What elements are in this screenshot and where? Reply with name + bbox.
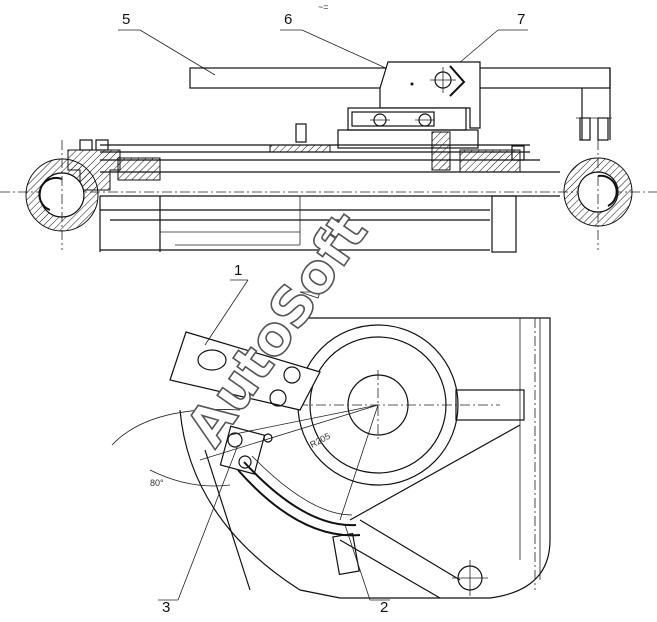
bottom-mechanism-view: 80° R205 1 2 3 — [111, 262, 551, 616]
label-1-text: 1 — [234, 262, 242, 279]
radius-dimension: R205 — [308, 431, 332, 450]
clamp-block-6 — [379, 61, 481, 129]
label-3: 3 — [158, 444, 239, 616]
watermark-logo: AutoSoft — [174, 201, 380, 457]
top-mark: ~= — [318, 2, 329, 12]
label-2: 2 — [344, 524, 390, 616]
right-eye — [563, 140, 633, 250]
label-1: 1 — [204, 262, 249, 346]
label-3-text: 3 — [162, 599, 170, 616]
hook-7 — [449, 65, 466, 97]
arm-plate-1 — [169, 331, 321, 411]
label-6-text: 6 — [284, 11, 292, 28]
label-6: 6 — [280, 11, 391, 71]
label-5: 5 — [118, 11, 216, 76]
label-2-text: 2 — [380, 599, 388, 616]
left-eye — [25, 140, 99, 250]
top-assembly-view: ~= 5 6 7 — [0, 2, 657, 253]
label-5-text: 5 — [122, 11, 130, 28]
angle-dimension: 80° — [150, 478, 164, 488]
label-7-text: 7 — [517, 11, 525, 28]
